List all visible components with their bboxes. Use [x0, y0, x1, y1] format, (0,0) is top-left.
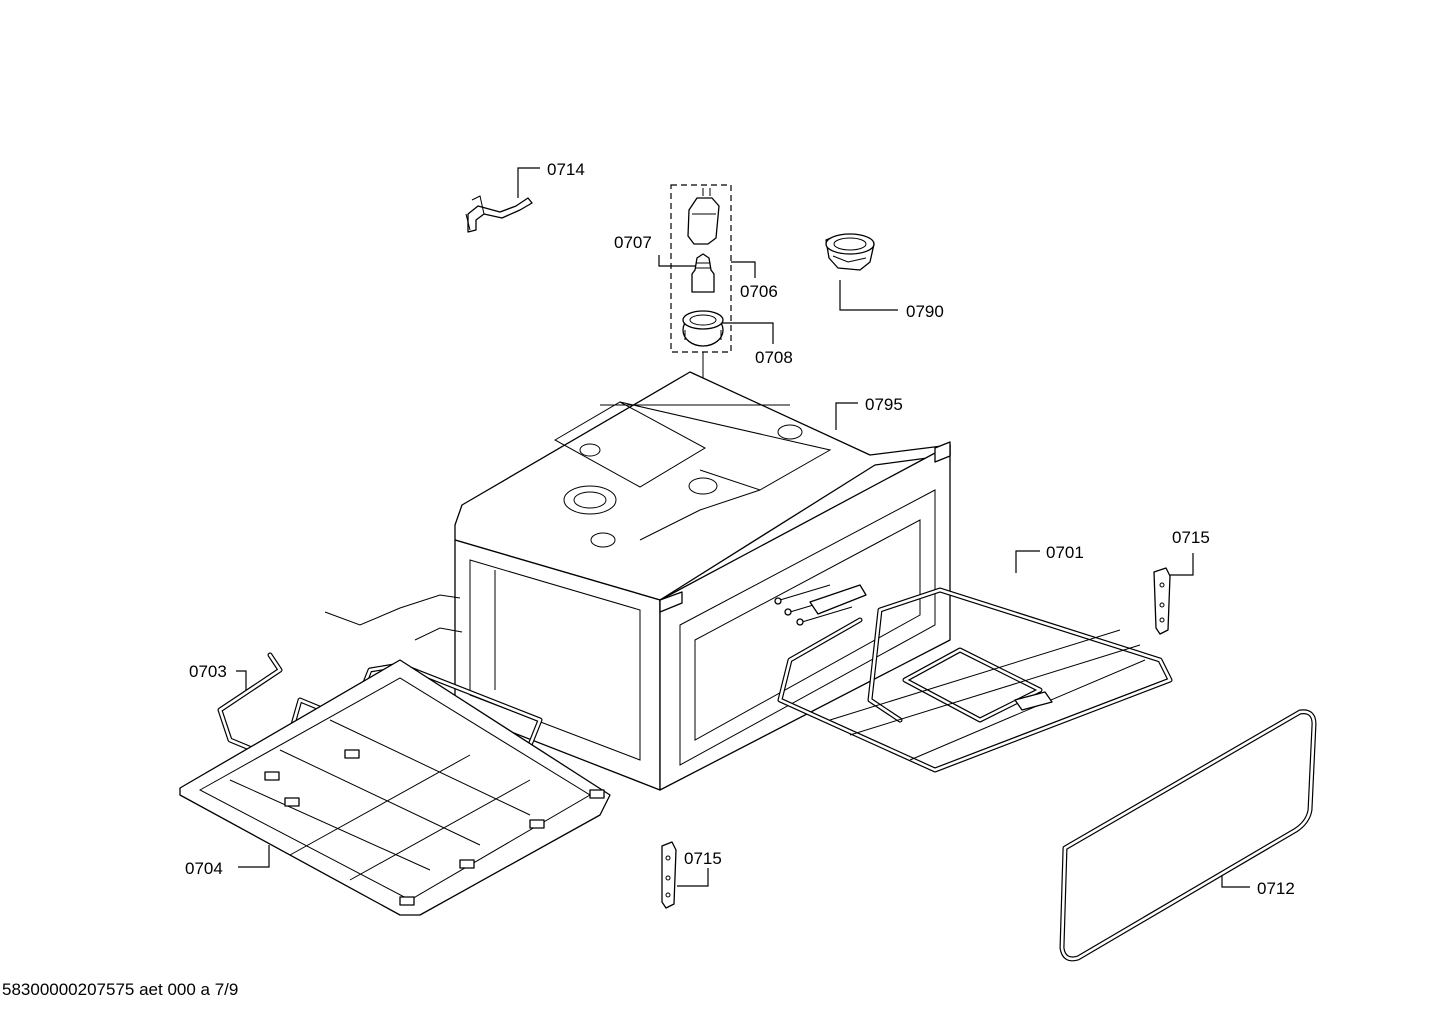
leader-0790 [839, 280, 898, 311]
document-footer-code: 58300000207575 aet 000 a 7/9 [2, 980, 239, 999]
label-0712: 0712 [1257, 879, 1295, 898]
leader-0703 [236, 670, 247, 690]
leader-0795 [835, 402, 858, 430]
part-0704-bottom-tray [179, 659, 611, 916]
part-0712-door-seal [1059, 709, 1317, 962]
label-0708: 0708 [755, 348, 793, 367]
label-0795: 0795 [865, 395, 903, 414]
group-box-0706 [670, 184, 732, 353]
part-0715-clip-right [1153, 567, 1171, 635]
leader-0708 [722, 322, 774, 344]
part-0790-collar [825, 233, 875, 271]
leader-0704 [238, 845, 270, 868]
label-0715-right: 0715 [1172, 528, 1210, 547]
leader-0712 [1221, 875, 1250, 888]
part-0795-oven-cavity [454, 371, 951, 791]
part-0714-bracket [465, 195, 533, 233]
part-0715-clip-lower [661, 841, 677, 909]
part-lamp-socket [687, 188, 720, 245]
label-0706: 0706 [740, 282, 778, 301]
label-0707: 0707 [614, 233, 652, 252]
leader-0707 [658, 255, 696, 267]
leader-0714 [517, 167, 540, 198]
part-0708-lamp-cover [682, 310, 724, 347]
label-0790: 0790 [906, 302, 944, 321]
part-0701-grill-element [774, 584, 1173, 773]
label-0703: 0703 [189, 662, 227, 681]
leader-0706 [731, 261, 756, 278]
label-0701: 0701 [1046, 543, 1084, 562]
leader-0715-right [1170, 553, 1194, 576]
part-0707-bulb [691, 253, 715, 293]
leader-0715-lower [677, 868, 709, 887]
label-0715-lower: 0715 [684, 849, 722, 868]
leader-0701 [1015, 550, 1040, 573]
label-0704: 0704 [185, 859, 223, 878]
label-0714: 0714 [547, 160, 585, 179]
